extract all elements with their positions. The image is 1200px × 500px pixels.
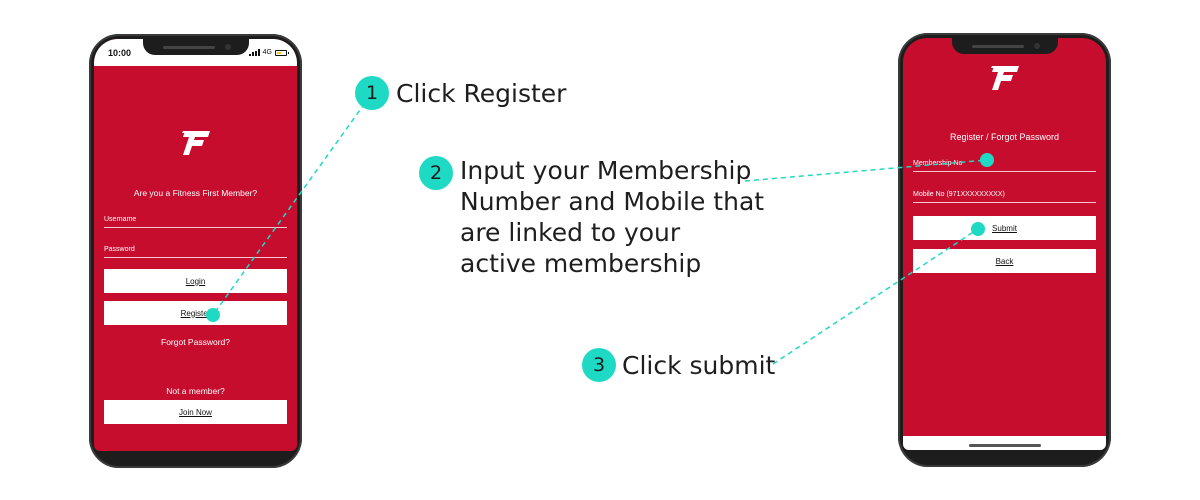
speaker-grille bbox=[971, 45, 1024, 48]
username-label: Username bbox=[104, 216, 137, 223]
battery-icon bbox=[275, 49, 289, 56]
membership-number-label: Membership No bbox=[913, 160, 963, 167]
member-question: Are you a Fitness First Member? bbox=[133, 188, 258, 198]
register-button[interactable]: Register bbox=[104, 301, 287, 325]
network-type: 4G bbox=[262, 49, 272, 56]
signal-icon bbox=[248, 49, 260, 56]
register-screen: Register / Forgot Password Membership No… bbox=[903, 38, 1106, 450]
membership-number-field[interactable]: Membership No bbox=[913, 152, 1096, 172]
mobile-number-label: Mobile No (971XXXXXXXXX) bbox=[913, 191, 1005, 198]
username-field[interactable]: Username bbox=[104, 208, 287, 228]
submit-button[interactable]: Submit bbox=[913, 216, 1096, 240]
forgot-password-link[interactable]: Forgot Password? bbox=[161, 337, 230, 347]
not-member-text: Not a member? bbox=[166, 386, 225, 396]
front-camera-icon bbox=[224, 44, 231, 50]
login-phone-mockup: 10:00 4G Are you a Fitness First Member?… bbox=[89, 34, 302, 468]
join-now-button[interactable]: Join Now bbox=[104, 400, 287, 424]
status-time: 10:00 bbox=[108, 48, 132, 58]
step-3-line: Click submit bbox=[622, 351, 776, 380]
status-indicators: 4G bbox=[248, 49, 289, 56]
fitness-first-logo-icon bbox=[991, 66, 1019, 90]
login-button[interactable]: Login bbox=[104, 269, 287, 293]
step-2-line: are linked to your bbox=[460, 218, 681, 247]
step-2-text: Input your Membership Number and Mobile … bbox=[460, 155, 764, 279]
password-label: Password bbox=[104, 246, 135, 253]
register-phone-mockup: Register / Forgot Password Membership No… bbox=[898, 33, 1111, 467]
step-1-line: Click Register bbox=[396, 79, 567, 108]
password-field[interactable]: Password bbox=[104, 238, 287, 258]
step-1-text: Click Register bbox=[396, 78, 566, 109]
register-title: Register / Forgot Password bbox=[949, 132, 1060, 142]
mobile-number-field[interactable]: Mobile No (971XXXXXXXXX) bbox=[913, 183, 1096, 203]
bottom-safe-area bbox=[903, 436, 1106, 450]
step-3-text: Click submit bbox=[622, 350, 775, 381]
phone-notch bbox=[951, 38, 1058, 54]
step-2-line: active membership bbox=[460, 249, 702, 278]
speaker-grille bbox=[162, 46, 215, 49]
login-screen: 10:00 4G Are you a Fitness First Member?… bbox=[94, 39, 297, 451]
home-indicator bbox=[968, 444, 1041, 447]
step-3-badge: 3 bbox=[582, 348, 616, 382]
fitness-first-logo-icon bbox=[182, 131, 210, 155]
front-camera-icon bbox=[1033, 43, 1040, 49]
step-2-badge: 2 bbox=[419, 156, 453, 190]
phone-notch bbox=[142, 39, 249, 55]
step-2-line: Input your Membership bbox=[460, 156, 752, 185]
step-1-badge: 1 bbox=[355, 76, 389, 110]
back-button[interactable]: Back bbox=[913, 249, 1096, 273]
step-2-line: Number and Mobile that bbox=[460, 187, 765, 216]
